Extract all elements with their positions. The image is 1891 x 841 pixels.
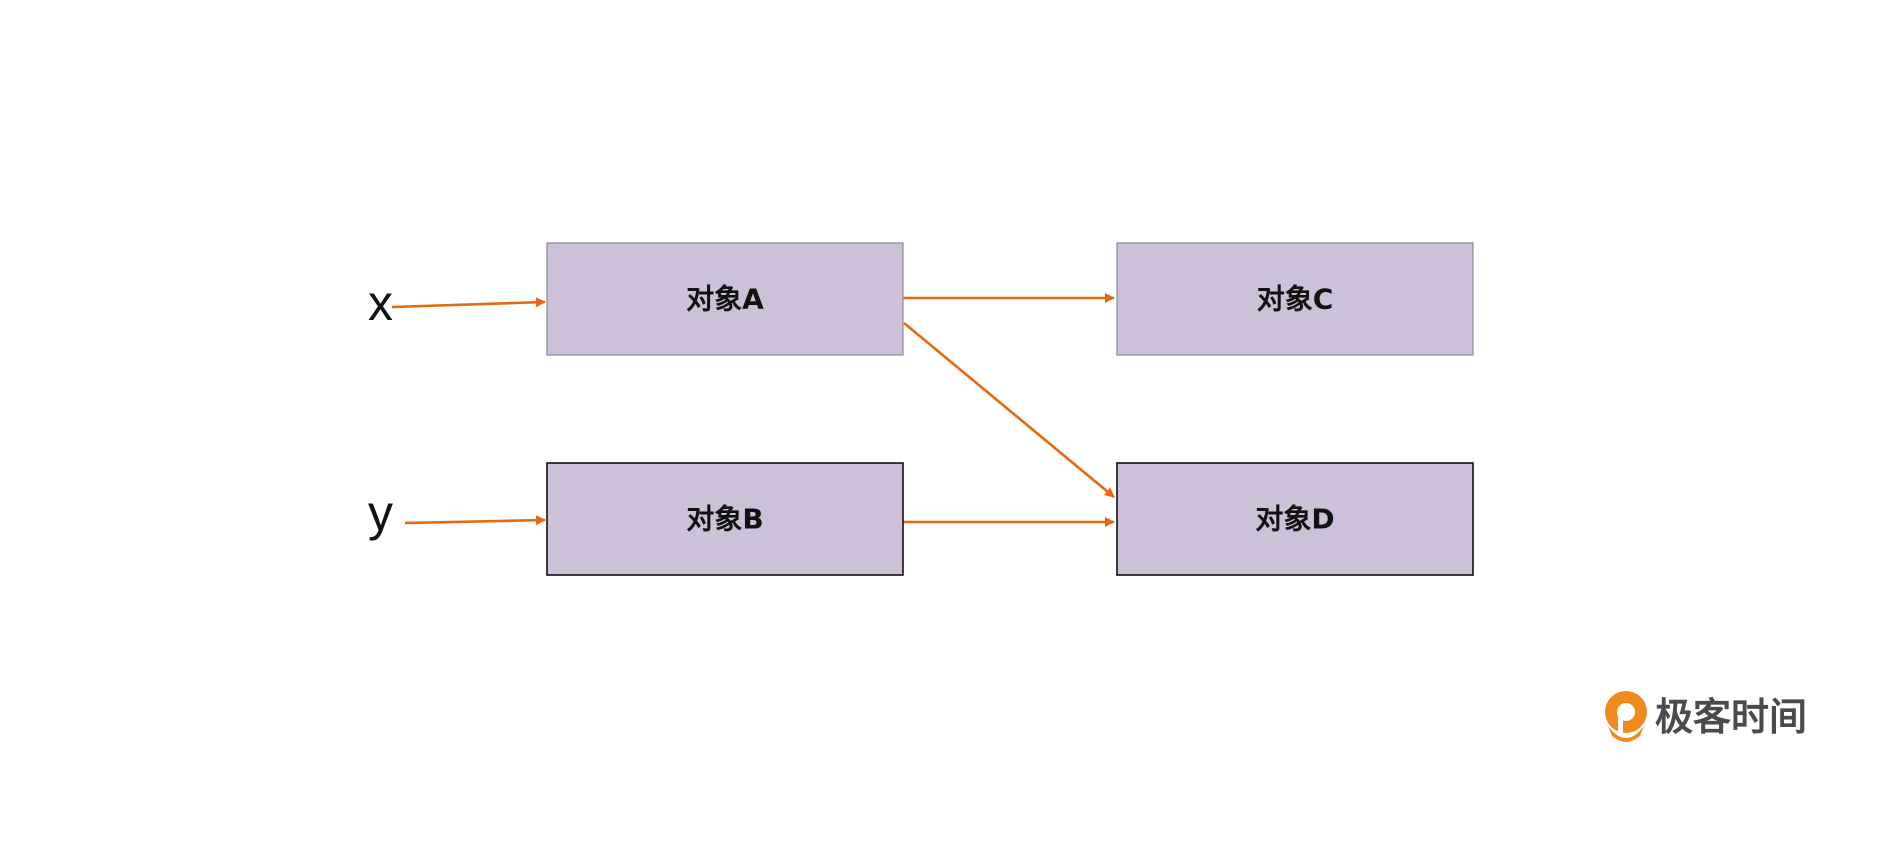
node-object-c-label: 对象C xyxy=(1257,283,1334,316)
node-object-c-box xyxy=(1116,242,1474,356)
variable-y-label: y xyxy=(368,485,393,541)
node-object-c: 对象C xyxy=(1116,242,1474,356)
node-object-a-box xyxy=(546,242,904,356)
node-object-b-box xyxy=(546,462,904,576)
edge-y-to-object-b xyxy=(404,515,546,526)
node-object-d: 对象D xyxy=(1116,462,1474,576)
edge-x-to-object-a xyxy=(391,297,546,309)
node-object-a: 对象A xyxy=(546,242,904,356)
geektime-logo: 极客时间 xyxy=(1605,691,1807,742)
node-object-b-label: 对象B xyxy=(686,503,763,536)
node-object-b: 对象B xyxy=(546,462,904,576)
variable-x-label: x xyxy=(368,275,393,331)
geektime-logo-icon xyxy=(1605,691,1647,742)
node-object-a-label: 对象A xyxy=(686,283,764,316)
geektime-logo-text: 极客时间 xyxy=(1655,695,1807,739)
node-object-d-box xyxy=(1116,462,1474,576)
edge-object-a-to-object-d xyxy=(903,321,1115,499)
node-object-d-label: 对象D xyxy=(1255,503,1334,536)
